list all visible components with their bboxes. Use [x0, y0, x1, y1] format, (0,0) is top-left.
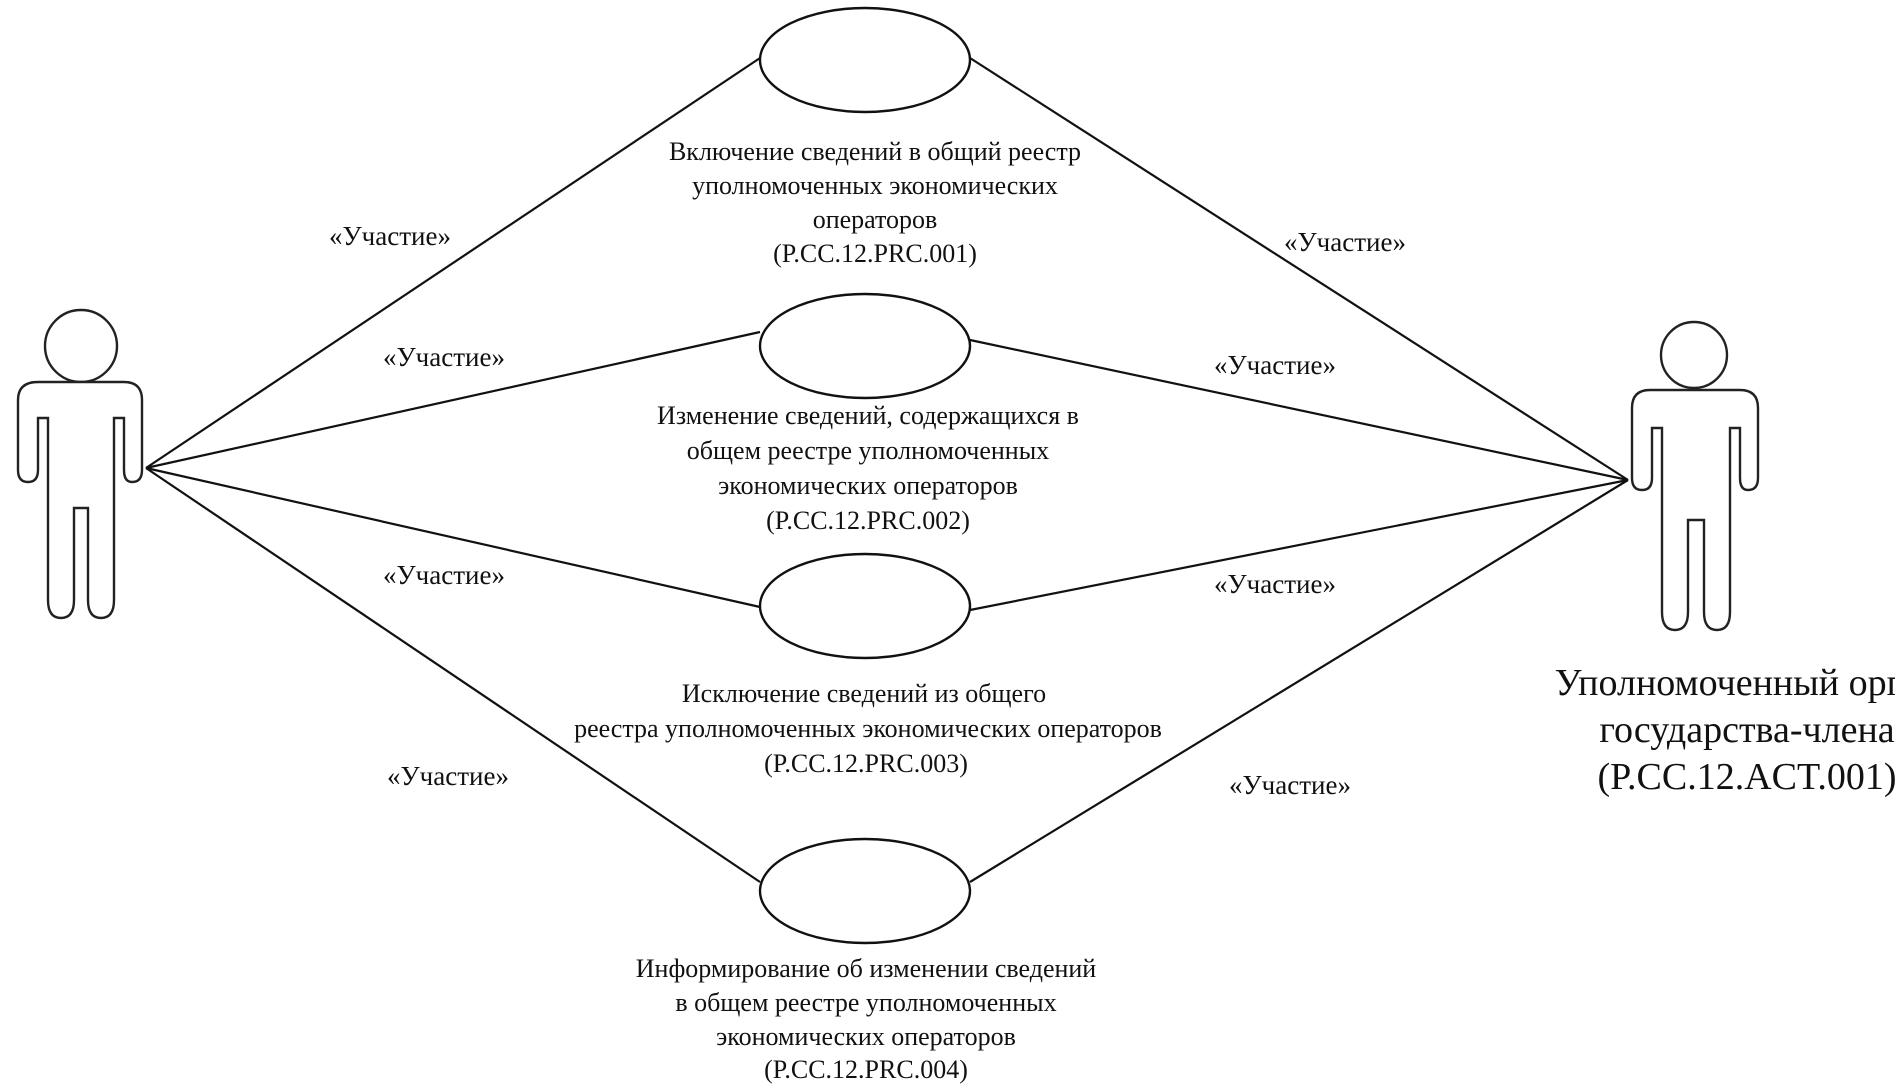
- use-case-4-line-1: Информирование об изменении сведений: [636, 954, 1097, 983]
- connector-left-uc2: [145, 330, 761, 470]
- connector-left-uc4: [145, 467, 761, 883]
- right-actor-line-1: Уполномоченный орган: [1555, 662, 1895, 704]
- use-case-3-line-3: (P.CC.12.PRC.003): [764, 749, 968, 778]
- connector-left-uc1: [145, 57, 761, 469]
- edge-label-left-3: «Участие»: [383, 560, 505, 590]
- use-case-label-2: Изменение сведений, содержащихся в общем…: [657, 401, 1079, 535]
- use-case-3: [758, 552, 972, 660]
- right-actor-line-2: государства-члена: [1599, 709, 1894, 751]
- use-case-4-line-4: (P.CC.12.PRC.004): [764, 1055, 968, 1084]
- edge-label-left-4: «Участие»: [387, 761, 509, 791]
- use-case-3-line-1: Исключение сведений из общего: [682, 679, 1046, 708]
- edge-label-left-1: «Участие»: [329, 221, 451, 251]
- use-case-2-line-2: общем реестре уполномоченных: [687, 436, 1049, 465]
- edge-label-right-4: «Участие»: [1229, 770, 1351, 800]
- left-actor-body: [16, 380, 144, 620]
- right-actor-label: Уполномоченный орган государства-члена (…: [1555, 662, 1895, 798]
- use-case-2-line-4: (P.CC.12.PRC.002): [766, 506, 970, 535]
- use-case-4-line-3: экономических операторов: [716, 1022, 1016, 1051]
- use-case-1-line-2: уполномоченных экономических: [692, 171, 1058, 200]
- right-actor-line-3: (P.CC.12.ACT.001): [1597, 756, 1895, 798]
- use-case-1-line-1: Включение сведений в общий реестр: [669, 137, 1081, 166]
- use-case-label-4: Информирование об изменении сведений в о…: [636, 954, 1097, 1084]
- use-case-4: [758, 837, 972, 945]
- use-case-1: [758, 6, 972, 114]
- edge-label-right-3: «Участие»: [1214, 569, 1336, 599]
- use-case-label-1: Включение сведений в общий реестр уполно…: [669, 137, 1081, 268]
- right-actor-figure: [1630, 320, 1760, 632]
- edge-label-right-1: «Участие»: [1284, 227, 1406, 257]
- use-case-2-line-3: экономических операторов: [718, 471, 1018, 500]
- edge-labels: «Участие» «Участие» «Участие» «Участие» …: [329, 221, 1406, 800]
- right-actor-head: [1659, 320, 1729, 390]
- use-case-2: [758, 292, 972, 400]
- use-case-1-line-4: (P.CC.12.PRC.001): [773, 239, 977, 268]
- connector-uc1-right: [969, 57, 1629, 481]
- use-case-3-line-2: реестра уполномоченных экономических опе…: [574, 714, 1162, 743]
- use-case-2-line-1: Изменение сведений, содержащихся в: [657, 401, 1079, 430]
- connector-uc2-right: [969, 338, 1629, 482]
- left-actor-head: [43, 308, 119, 384]
- edge-label-left-2: «Участие»: [383, 342, 505, 372]
- connector-uc3-right: [969, 478, 1629, 612]
- connector-uc4-right: [969, 479, 1629, 883]
- connector-left-uc3: [145, 466, 761, 609]
- use-case-label-3: Исключение сведений из общего реестра уп…: [574, 679, 1162, 778]
- use-cases: [758, 6, 972, 945]
- edge-label-right-2: «Участие»: [1214, 350, 1336, 380]
- connectors: [145, 57, 1629, 883]
- right-actor-body: [1630, 388, 1760, 632]
- use-case-1-line-3: операторов: [813, 205, 938, 234]
- use-case-4-line-2: в общем реестре уполномоченных: [675, 988, 1056, 1017]
- left-actor-figure: [16, 308, 144, 620]
